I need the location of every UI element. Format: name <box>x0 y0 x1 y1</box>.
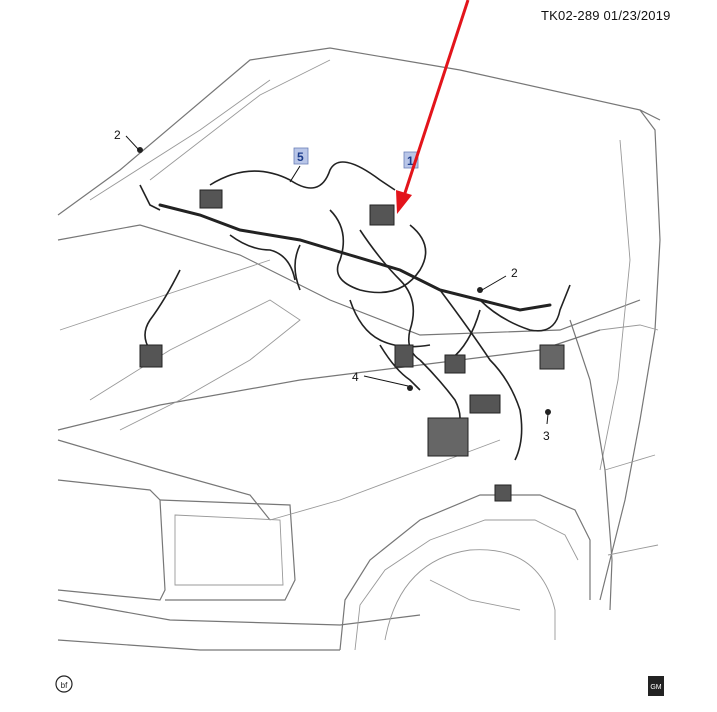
gm-logo: GM <box>648 676 664 696</box>
svg-text:5: 5 <box>297 150 304 164</box>
bf-badge: bf <box>55 675 73 693</box>
callout-2-top-left: 2 <box>114 128 121 142</box>
svg-text:bf: bf <box>61 681 68 690</box>
red-arrow-pointer <box>396 0 470 214</box>
svg-text:GM: GM <box>650 684 661 691</box>
callout-2-right: 2 <box>511 266 518 280</box>
svg-text:1: 1 <box>407 154 414 168</box>
svg-text:3: 3 <box>543 429 550 443</box>
callout-4: 4 <box>352 370 359 384</box>
diagram-reference-code: TK02-289 01/23/2019 <box>541 8 671 23</box>
svg-text:2: 2 <box>114 128 121 142</box>
svg-text:4: 4 <box>352 370 359 384</box>
callout-5: 5 <box>293 147 309 165</box>
callout-leaders <box>125 135 549 425</box>
callout-3: 3 <box>543 429 550 443</box>
svg-text:2: 2 <box>511 266 518 280</box>
wiring-harness <box>137 147 571 502</box>
